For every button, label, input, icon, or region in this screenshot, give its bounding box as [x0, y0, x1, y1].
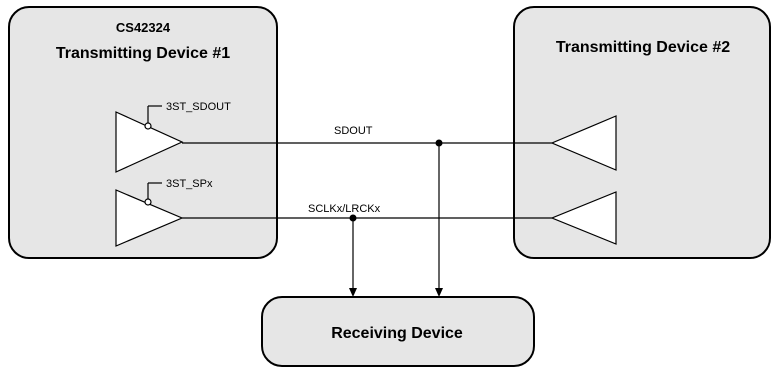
spx-enable-bubble-icon	[144, 198, 152, 206]
sdout-enable-bubble-icon	[144, 122, 152, 130]
transmitting-device-1: CS42324 Transmitting Device #1 3ST_SDOUT…	[8, 6, 278, 259]
device-2-sclk-buffer-icon	[550, 191, 617, 245]
sdout-label: SDOUT	[334, 125, 373, 137]
sdout-arrowhead-icon	[435, 288, 443, 297]
device-2-title: Transmitting Device #2	[556, 39, 730, 56]
device-2-sdout-buffer-icon	[550, 115, 617, 171]
device-1-title: Transmitting Device #1	[56, 45, 230, 62]
tristate-sdout-label: 3ST_SDOUT	[166, 101, 231, 113]
receiving-device: Receiving Device	[261, 296, 535, 367]
receiving-device-title: Receiving Device	[331, 325, 463, 342]
device-1-part-number: CS42324	[116, 20, 171, 35]
sclk-lrck-signal: SCLKx/LRCKx	[182, 203, 552, 297]
sclk-arrowhead-icon	[349, 288, 357, 297]
transmitting-device-2: Transmitting Device #2	[513, 6, 771, 259]
receiving-device-box	[261, 296, 535, 367]
transmitting-device-2-box	[513, 6, 771, 259]
sdout-signal: SDOUT	[182, 125, 552, 297]
sclk-lrck-label: SCLKx/LRCKx	[308, 203, 381, 215]
tristate-spx-label: 3ST_SPx	[166, 178, 213, 190]
